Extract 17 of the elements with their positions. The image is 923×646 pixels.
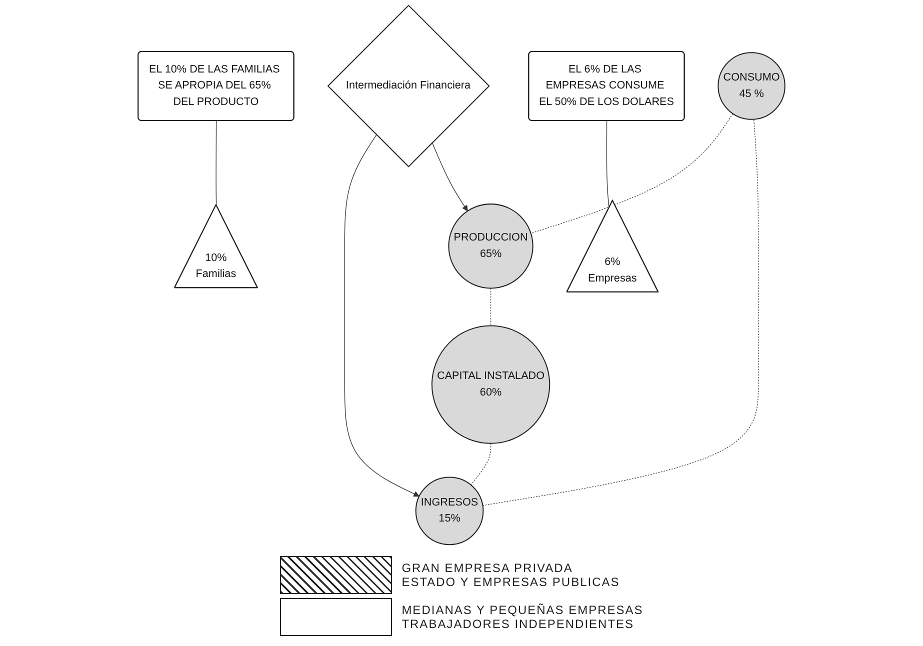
connector (490, 288, 492, 326)
node-circle: CAPITAL INSTALADO 60% (431, 325, 550, 444)
legend-text: GRAN EMPRESA PRIVADA (402, 561, 574, 575)
node-circle: PRODUCCION 65% (448, 204, 534, 289)
node-circle: CONSUMO 45 % (718, 52, 786, 120)
legend-text: TRABAJADORES INDEPENDIENTES (402, 617, 636, 631)
node-diamond: Intermediación Financiera (327, 4, 490, 168)
legend-text: ESTADO Y EMPRESAS PUBLICAS (402, 575, 620, 589)
arrow (344, 134, 420, 497)
connector (530, 113, 734, 234)
connector (216, 120, 217, 206)
connector (482, 118, 759, 506)
connector (606, 120, 610, 208)
arrow (432, 142, 468, 212)
connector (470, 443, 492, 486)
node-circle: INGRESOS 15% (415, 476, 484, 546)
legend-text: MEDIANAS Y PEQUEÑAS EMPRESAS (402, 603, 644, 617)
